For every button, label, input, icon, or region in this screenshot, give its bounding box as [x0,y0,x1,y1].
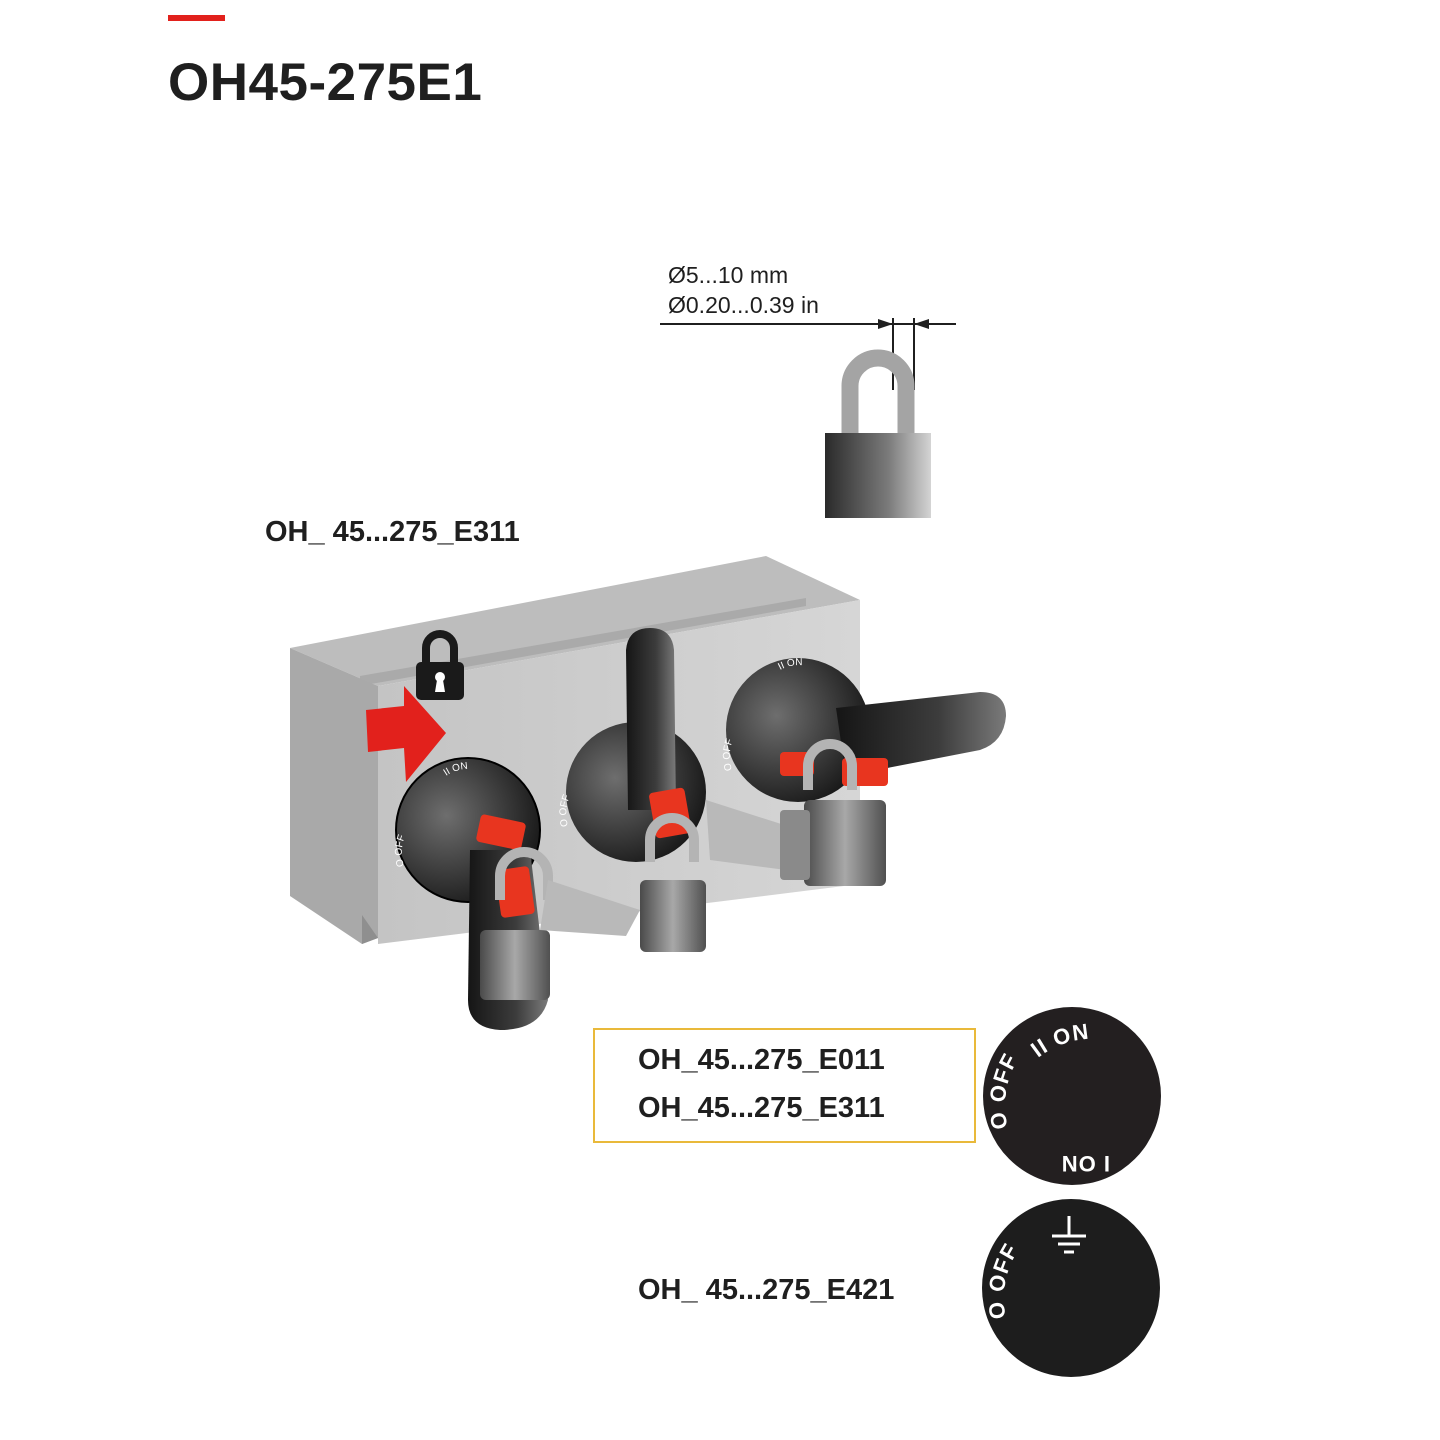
accent-bar [168,15,225,21]
padlock-dimension-drawing [660,318,956,518]
variant-label-e011: OH_45...275_E011 [638,1044,885,1076]
main-assembly-label: OH_ 45...275_E311 [265,516,520,548]
svg-text:I ON: I ON [1061,1151,1110,1176]
position-dial-e421: O OFF [982,1199,1160,1377]
red-arrow-icon [366,686,446,782]
variant-highlight-box [593,1028,976,1143]
page-title: OH45-275E1 [168,53,483,112]
position-dial-e011-e311: II ON O OFF I ON [983,1007,1161,1185]
padlock-diameter-mm: Ø5...10 mm [668,262,789,288]
variant-label-e421: OH_ 45...275_E421 [638,1274,895,1306]
padlock-diameter-in: Ø0.20...0.39 in [668,292,819,318]
rotary-handle-right: II ON O OFF [722,657,1006,886]
lock-icon [416,630,464,700]
dial-1-bottom-label: I ON [1061,1151,1110,1176]
rotary-handle-left: II ON O OFF [394,757,640,1030]
earth-ground-icon [1052,1216,1086,1254]
variant-label-e311: OH_45...275_E311 [638,1092,885,1124]
rotary-handle-middle: O OFF [558,628,800,952]
